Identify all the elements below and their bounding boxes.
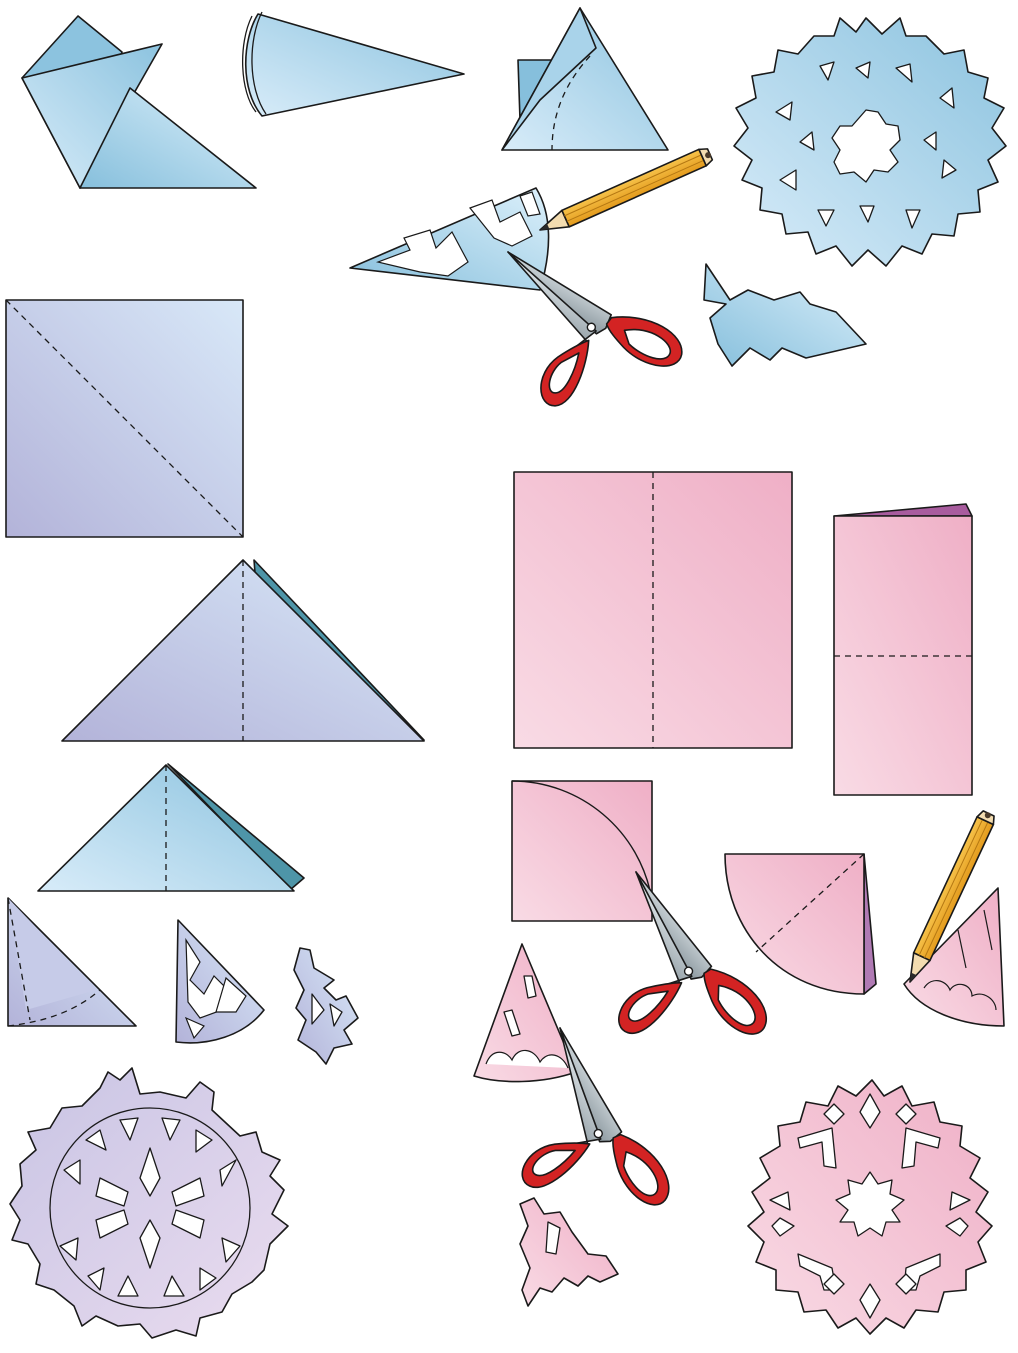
lavender-cut-piece <box>294 948 358 1064</box>
lavender-step-triangle <box>62 560 424 741</box>
lavender-step-cut-cone <box>176 920 264 1043</box>
lavender-finished-snowflake <box>10 1068 288 1338</box>
lavender-step-thin-triangle <box>8 898 136 1026</box>
pink-finished-snowflake <box>748 1080 992 1334</box>
lavender-step-small-triangle <box>38 764 304 891</box>
blue-finished-snowflake <box>734 18 1006 266</box>
pink-step-cut-cone <box>474 944 576 1082</box>
pink-cut-piece <box>520 1198 618 1306</box>
blue-cut-piece <box>704 264 866 366</box>
blue-step-fold-square <box>22 16 256 188</box>
blue-step-cone <box>243 12 464 116</box>
pink-step-folded-sheet <box>834 504 972 795</box>
blue-step-triangle-marked <box>502 8 668 150</box>
blue-step-cutting-cone <box>350 188 549 290</box>
pink-step-square-arc <box>512 781 652 921</box>
pink-step-quarter-circle <box>725 854 876 994</box>
pencil-icon <box>536 146 714 239</box>
lavender-step-square <box>6 300 243 537</box>
pink-step-sheet <box>514 472 792 748</box>
